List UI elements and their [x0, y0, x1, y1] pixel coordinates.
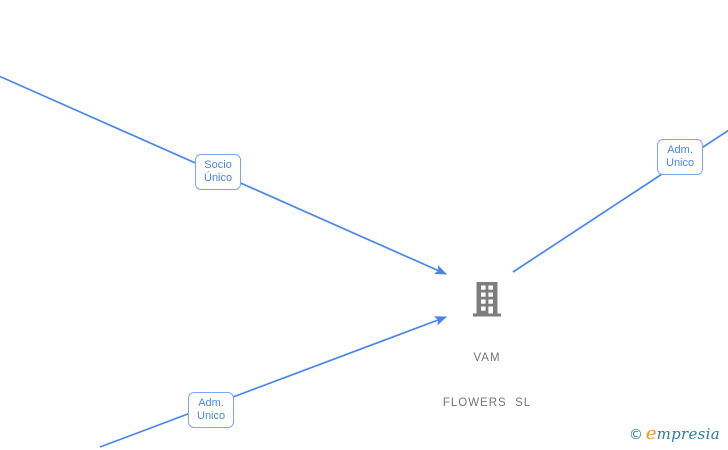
edge-label-text: Unico [197, 410, 226, 422]
company-name-line1: VAM [473, 352, 501, 364]
edge-label-text: Unico [666, 157, 695, 169]
edge-adm-unico-bottom-line [99, 316, 447, 448]
edge-label-adm-unico-top: Adm. Unico [657, 139, 704, 175]
company-name-line2: FLOWERS SL [442, 397, 532, 409]
edge-label-text: Socio [204, 159, 232, 171]
edge-label-socio-unico: Socio Único [195, 154, 242, 190]
brand-initial: e [645, 423, 657, 444]
edge-label-text: Adm. [667, 144, 693, 156]
company-node[interactable]: VAM FLOWERS SL [406, 282, 568, 441]
edge-label-text: Único [204, 172, 233, 184]
brand-watermark[interactable]: ©empresia [629, 425, 720, 444]
edge-label-text: Adm. [198, 397, 224, 409]
edge-label-adm-unico-bottom: Adm. Unico [188, 392, 235, 428]
brand-name: mpresia [656, 425, 720, 443]
building-icon [406, 282, 568, 318]
copyright-symbol: © [628, 427, 643, 443]
